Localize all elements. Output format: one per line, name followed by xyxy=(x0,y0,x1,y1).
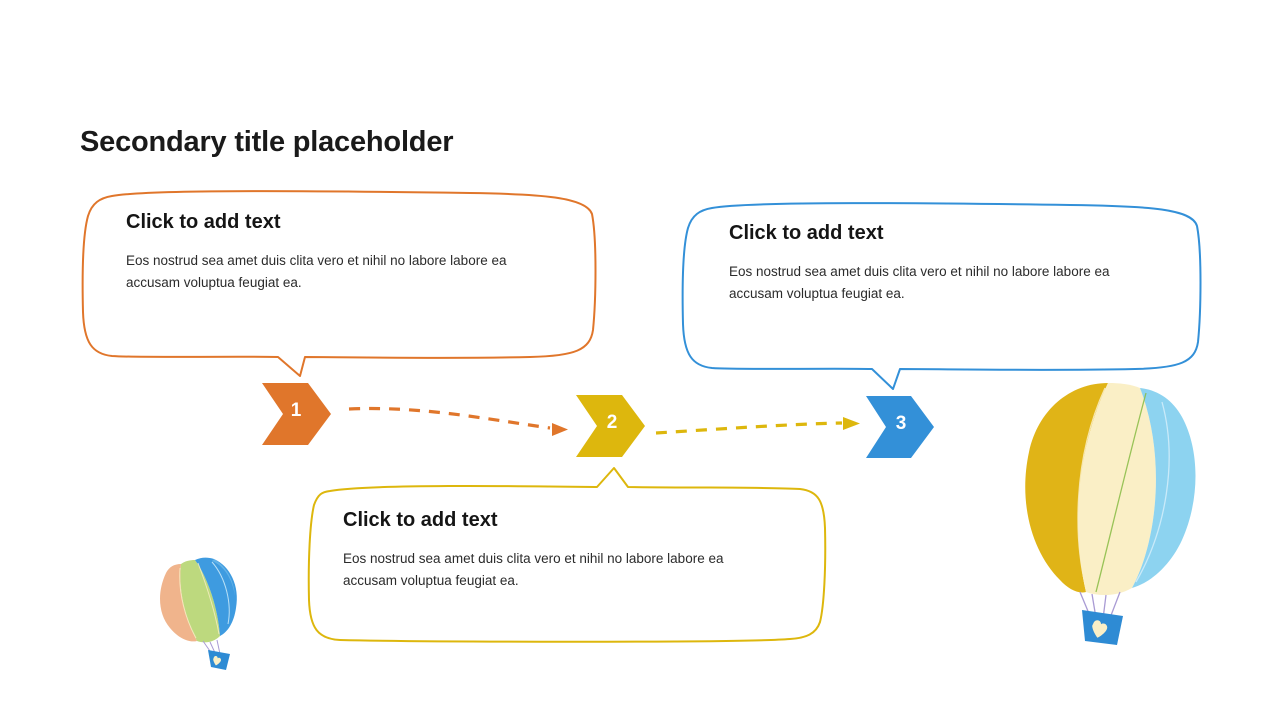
connector-1-2-arrowhead xyxy=(552,423,568,436)
bubble-yellow-heading[interactable]: Click to add text xyxy=(343,509,498,531)
step-1-number: 1 xyxy=(290,400,302,421)
balloon-large xyxy=(1025,383,1196,645)
connector-2-3 xyxy=(655,417,860,435)
step-1-chevron[interactable] xyxy=(262,383,331,445)
balloon-large-panel-gold xyxy=(1025,383,1108,593)
step-2-chevron[interactable] xyxy=(576,395,645,457)
bubble-orange-outline xyxy=(81,190,597,377)
connector-1-2 xyxy=(348,406,568,436)
step-3-number: 3 xyxy=(895,413,907,434)
bubble-orange-heading[interactable]: Click to add text xyxy=(126,211,281,233)
bubble-blue-outline xyxy=(681,202,1202,390)
connector-2-3-arrowhead xyxy=(843,417,860,430)
step-3-chevron[interactable] xyxy=(866,396,934,458)
balloon-large-seam-left xyxy=(1077,387,1106,589)
balloon-small-seam-left xyxy=(179,567,197,639)
balloon-small-panel-blue xyxy=(195,557,237,636)
bubble-yellow[interactable] xyxy=(307,467,827,643)
step-2-shape xyxy=(576,395,645,457)
bubble-orange[interactable] xyxy=(81,190,597,377)
balloon-small-basket-heart-icon xyxy=(213,656,222,666)
bubble-blue-heading[interactable]: Click to add text xyxy=(729,222,884,244)
bubble-blue-content: Click to add text Eos nostrud sea amet d… xyxy=(729,222,1124,305)
balloon-large-seam-right xyxy=(1135,401,1170,583)
bubble-orange-body[interactable]: Eos nostrud sea amet duis clita vero et … xyxy=(126,253,507,290)
balloon-small-seam-center xyxy=(197,562,220,635)
bubble-blue[interactable] xyxy=(681,202,1202,390)
page-title: Secondary title placeholder xyxy=(80,126,454,158)
balloon-large-seam-center xyxy=(1095,392,1147,593)
balloon-large-panel-blue xyxy=(1132,388,1196,588)
balloon-small-panel-green xyxy=(180,560,220,643)
balloon-large-panel-cream xyxy=(1078,383,1156,596)
connector-1-2-line xyxy=(348,406,551,430)
step-2-number: 2 xyxy=(606,412,618,433)
bubble-yellow-outline xyxy=(307,467,827,643)
step-3-shape xyxy=(866,396,934,458)
bubble-yellow-content: Click to add text Eos nostrud sea amet d… xyxy=(343,509,738,592)
bubble-orange-content: Click to add text Eos nostrud sea amet d… xyxy=(126,211,521,294)
balloon-small xyxy=(160,557,237,670)
bubble-blue-body[interactable]: Eos nostrud sea amet duis clita vero et … xyxy=(729,264,1110,301)
balloon-small-panel-salmon xyxy=(160,564,197,642)
balloon-large-basket-heart-icon xyxy=(1092,620,1108,638)
step-1-shape xyxy=(262,383,331,445)
balloon-small-seam-right xyxy=(211,561,230,625)
bubble-yellow-body[interactable]: Eos nostrud sea amet duis clita vero et … xyxy=(343,551,724,588)
connector-2-3-line xyxy=(655,421,843,435)
